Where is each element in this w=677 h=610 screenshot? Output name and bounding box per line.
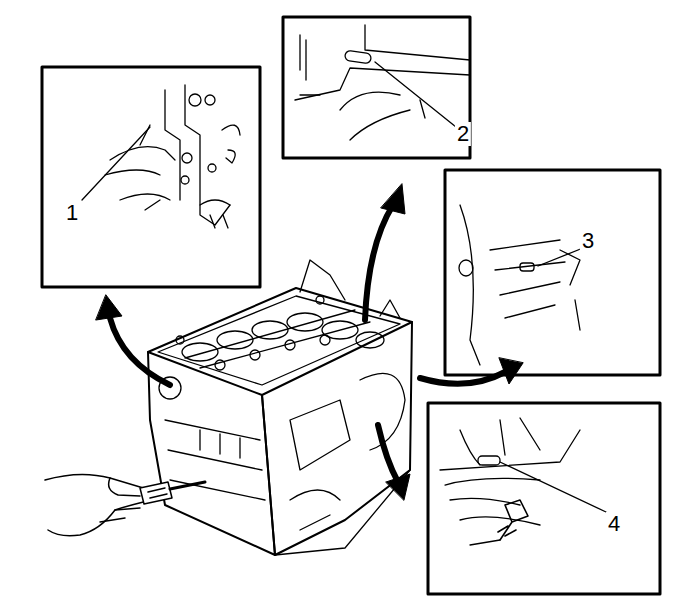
callout-number: 2 <box>455 122 471 146</box>
leader-line <box>375 62 456 127</box>
callout-number: 3 <box>580 229 596 253</box>
crankshaft <box>176 296 384 370</box>
inset-frame <box>42 67 260 287</box>
inset-frame <box>283 17 470 158</box>
engine-block <box>148 260 412 555</box>
callout-number: 4 <box>606 512 622 536</box>
inset-frame <box>445 170 660 375</box>
inset-detail <box>295 25 470 140</box>
inset-detail <box>459 205 580 365</box>
inset-detail <box>440 418 580 545</box>
hand-screwdriver <box>45 474 205 535</box>
callout-number: 1 <box>64 201 80 225</box>
pointer-arrow <box>96 184 523 500</box>
inset-frame <box>428 403 660 594</box>
leader-line <box>82 127 150 200</box>
leader-line <box>538 248 583 266</box>
inset-detail <box>105 85 240 228</box>
leader-line <box>500 462 606 512</box>
